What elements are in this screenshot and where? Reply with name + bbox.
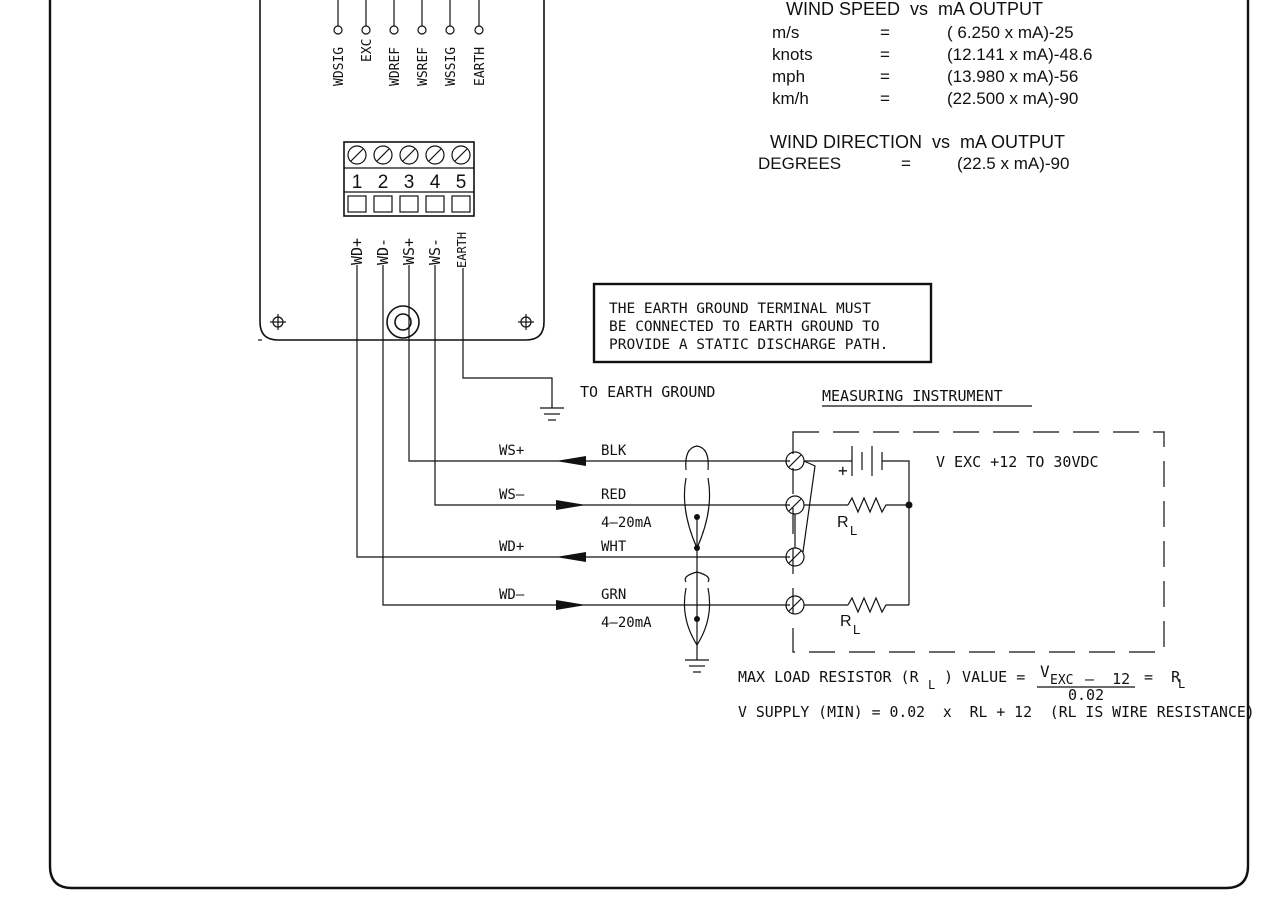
terminal-number-3: 3	[404, 172, 415, 193]
instrument-title: MEASURING INSTRUMENT	[822, 387, 1003, 405]
terminal-number-2: 2	[378, 172, 389, 193]
max-load-mid: ) VALUE =	[944, 668, 1025, 686]
ws-formula-knots: (12.141 x mA)-48.6	[947, 45, 1093, 64]
shield-ground-symbol	[685, 659, 709, 673]
ws-formula-kmh: (22.500 x mA)-90	[947, 89, 1078, 108]
top-pin-circles	[333, 0, 484, 35]
ws-formula-mph: (13.980 x mA)-56	[947, 67, 1078, 86]
battery-icon	[851, 446, 883, 476]
resistor-2-sub: L	[853, 622, 860, 637]
ws-unit-mph: mph	[772, 67, 805, 86]
note-box	[592, 282, 933, 364]
fraction-numerator-sub: EXC	[1050, 673, 1073, 688]
ws-unit-knots: knots	[772, 45, 813, 64]
color-label-blk: BLK	[601, 443, 627, 459]
ws-eq-ms: =	[880, 23, 890, 42]
terminal-block	[343, 141, 475, 217]
mounting-hole-left	[270, 314, 286, 330]
current-label-ws: 4–20mA	[601, 515, 652, 531]
wd-unit-degrees: DEGREES	[758, 154, 841, 173]
resistor-1-icon	[847, 496, 909, 514]
color-label-wht: WHT	[601, 539, 627, 555]
ws-unit-ms: m/s	[772, 23, 799, 42]
wind-speed-title: WIND SPEED vs mA OUTPUT	[786, 0, 1043, 19]
arrow-ws-minus	[556, 500, 586, 510]
terminal-number-4: 4	[430, 172, 441, 193]
top-label-earth: EARTH	[473, 47, 488, 86]
arrow-wd-plus	[556, 552, 586, 562]
cable-gland	[386, 305, 420, 339]
wire-ws-minus	[434, 265, 790, 506]
arrow-wd-minus	[556, 600, 586, 610]
top-label-wdref: WDREF	[388, 47, 403, 86]
top-label-wdsig: WDSIG	[332, 47, 347, 86]
page-border	[48, 0, 1250, 890]
fraction-numerator-v: V	[1040, 662, 1050, 681]
wire-wd-minus	[382, 265, 790, 606]
note-line-3: PROVIDE A STATIC DISCHARGE PATH.	[609, 337, 888, 353]
resistor-2-icon	[847, 596, 909, 614]
sensor-board-outline	[259, 0, 545, 341]
color-label-red: RED	[601, 487, 626, 503]
terminal-slots	[347, 195, 471, 213]
vexc-label: V EXC +12 TO 30VDC	[936, 453, 1099, 471]
resistor-1-label: R	[837, 514, 849, 531]
instrument-boundary	[792, 431, 1165, 653]
terminal-label-ws-minus: WS-	[426, 238, 444, 265]
wire-earth	[462, 268, 553, 408]
top-label-wssig: WSSIG	[444, 47, 459, 86]
wire-ws-plus	[408, 265, 790, 462]
note-line-2: BE CONNECTED TO EARTH GROUND TO	[609, 319, 880, 335]
wd-eq: =	[901, 154, 911, 173]
wire-wd-plus	[356, 265, 790, 558]
earth-ground-symbol	[540, 407, 564, 421]
terminal-screws	[347, 145, 471, 165]
ws-unit-kmh: km/h	[772, 89, 809, 108]
resistor-node	[905, 501, 913, 509]
wd-formula: (22.5 x mA)-90	[957, 154, 1069, 173]
earth-ground-label: TO EARTH GROUND	[580, 383, 715, 401]
terminal-label-earth: EARTH	[455, 232, 469, 268]
note-line-1: THE EARTH GROUND TERMINAL MUST	[609, 301, 871, 317]
fraction-denominator: 0.02	[1068, 686, 1104, 704]
fraction-result: = R	[1144, 668, 1181, 686]
mounting-hole-right	[518, 314, 534, 330]
top-label-wsref: WSREF	[416, 47, 431, 86]
supply-formula: V SUPPLY (MIN) = 0.02 x RL + 12 (RL IS W…	[738, 704, 1255, 721]
ws-eq-mph: =	[880, 67, 890, 86]
signal-label-ws-plus: WS+	[499, 443, 524, 459]
ws-eq-kmh: =	[880, 89, 890, 108]
ws-eq-knots: =	[880, 45, 890, 64]
wind-direction-title: WIND DIRECTION vs mA OUTPUT	[770, 132, 1065, 152]
terminal-label-ws-plus: WS+	[400, 238, 418, 265]
battery-return-wire	[882, 460, 910, 605]
signal-label-wd-plus: WD+	[499, 539, 524, 555]
terminal-number-1: 1	[352, 172, 363, 193]
signal-label-ws-minus: WS–	[499, 487, 525, 503]
terminal-number-5: 5	[456, 172, 467, 193]
max-load-sub: L	[928, 678, 935, 692]
arrow-ws-plus	[556, 456, 586, 466]
top-label-exc: EXC	[360, 39, 375, 62]
fraction-result-sub: L	[1178, 677, 1185, 691]
battery-plus-label: +	[838, 461, 848, 480]
color-label-grn: GRN	[601, 587, 626, 603]
signal-label-wd-minus: WD–	[499, 587, 525, 603]
current-label-wd: 4–20mA	[601, 615, 652, 631]
terminal-label-wd-minus: WD-	[374, 238, 392, 265]
max-load-prefix: MAX LOAD RESISTOR (R	[738, 668, 920, 686]
resistor-2-label: R	[840, 613, 852, 630]
jumper-1-3	[802, 460, 816, 553]
resistor-1-sub: L	[850, 523, 857, 538]
ws-formula-ms: ( 6.250 x mA)-25	[947, 23, 1074, 42]
fraction-numerator-rest: – 12	[1076, 670, 1130, 688]
terminal-label-wd-plus: WD+	[348, 238, 366, 265]
